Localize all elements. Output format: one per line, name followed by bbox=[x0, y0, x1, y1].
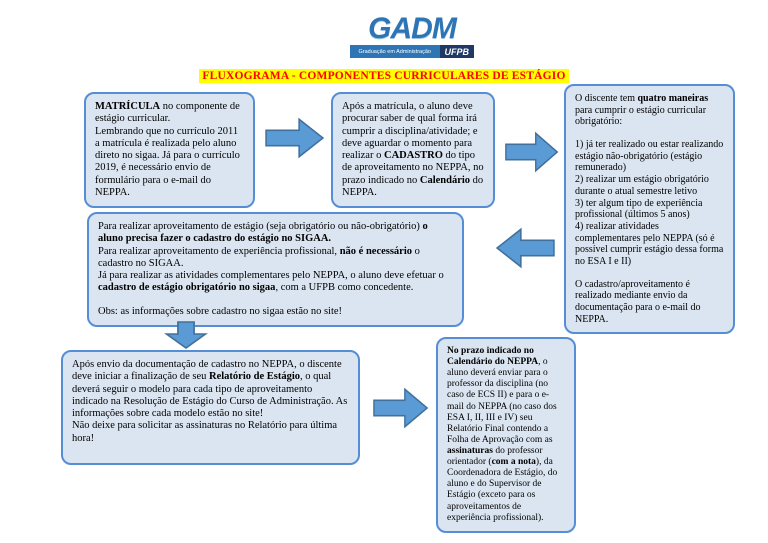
flow-arrow-right-3-icon bbox=[372, 386, 430, 430]
ufpb-label: UFPB bbox=[439, 45, 474, 58]
page-title-row: FLUXOGRAMA - COMPONENTES CURRICULARES DE… bbox=[0, 66, 768, 84]
flow-arrow-left-icon bbox=[494, 226, 556, 270]
box-prazo-calendario: No prazo indicado no Calendário do NEPPA… bbox=[436, 337, 576, 533]
logo-subtitle: Graduação em Administração bbox=[350, 45, 440, 58]
box-quatro-maneiras: O discente tem quatro maneiras para cump… bbox=[564, 84, 735, 335]
box-aproveitamento-cadastro: Para realizar aproveitamento de estágio … bbox=[87, 212, 464, 327]
flow-arrow-down-icon bbox=[163, 320, 209, 350]
gadm-brand-text: GADM bbox=[368, 12, 457, 45]
box-relatorio-estagio: Após envio da documentação de cadastro n… bbox=[61, 350, 360, 465]
flow-arrow-right-2-icon bbox=[504, 130, 560, 174]
box-apos-matricula: Após a matrícula, o aluno deve procurar … bbox=[331, 92, 495, 209]
page-title: FLUXOGRAMA - COMPONENTES CURRICULARES DE… bbox=[199, 69, 569, 83]
logo-bar: Graduação em Administração UFPB bbox=[350, 45, 474, 58]
flow-arrow-right-1-icon bbox=[264, 116, 326, 160]
box-matricula: MATRÍCULA no componente de estágio curri… bbox=[84, 92, 255, 209]
gadm-ufpb-logo: GADM Graduação em Administração UFPB bbox=[350, 14, 474, 58]
